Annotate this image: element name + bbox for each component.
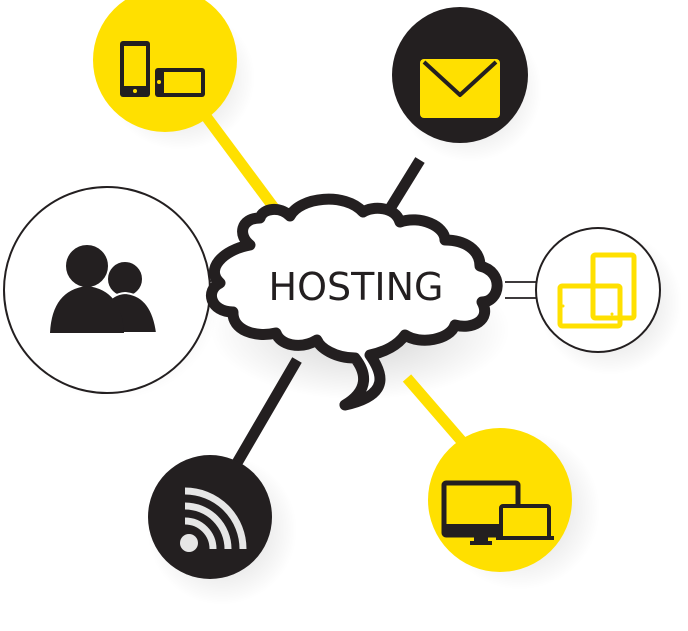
tablets-icon <box>557 252 637 329</box>
envelope-icon <box>420 59 500 118</box>
smartphone-icon <box>120 41 205 97</box>
node-mobile-devices <box>93 0 237 132</box>
cloud-shape <box>206 193 503 411</box>
node-computers <box>428 428 572 572</box>
node-rss <box>148 455 272 579</box>
connector-rss <box>225 357 302 478</box>
rss-feed-icon <box>180 487 247 552</box>
connector-tablets <box>505 281 540 299</box>
center-label: HOSTING <box>269 265 444 309</box>
node-users <box>3 186 211 394</box>
node-email <box>392 7 528 143</box>
desktop-laptop-icon <box>441 480 554 545</box>
center-cloud: HOSTING <box>206 193 503 411</box>
node-tablets <box>535 227 661 353</box>
connector-computers <box>402 374 470 449</box>
users-group-icon <box>50 243 159 334</box>
